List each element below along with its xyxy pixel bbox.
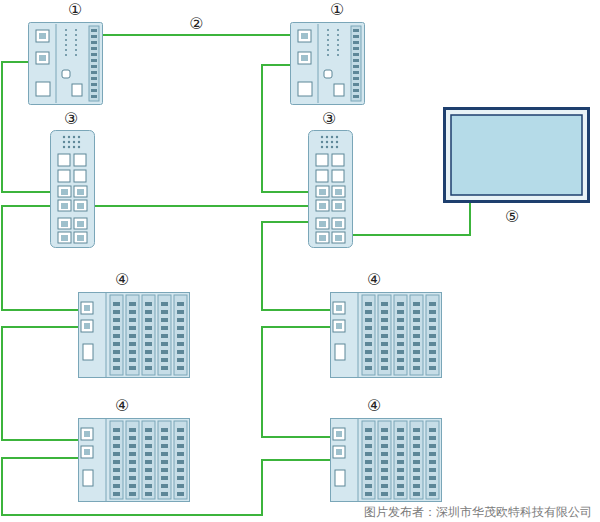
network-cable [262,222,330,310]
plc-controller: ① [290,22,365,105]
io-module-art [330,418,442,502]
hmi-panel-art [443,107,590,203]
plc-controller: ① [28,22,103,105]
callout-number: ③ [64,110,78,128]
io-module-art [78,418,190,502]
io-module: ④ [330,418,442,502]
io-module-art [330,292,442,378]
network-switch: ③ [50,130,95,248]
watermark: 图片发布者：深圳市华茂欧特科技有限公司 [364,505,592,519]
io-module-art [78,292,190,378]
hmi-panel: ⑤ [443,107,590,203]
io-module: ④ [330,292,442,378]
network-switch: ③ [308,130,353,248]
network-switch-art [308,130,353,248]
network-cable [353,203,470,235]
io-module: ④ [78,418,190,502]
callout-number: ① [68,1,82,19]
callout-number: ④ [367,271,381,289]
network-cable [2,62,50,192]
callout-number: ④ [115,397,129,415]
network-cable [95,205,308,207]
callout-number: ① [330,1,344,19]
network-cable [262,327,330,437]
network-cable [2,327,78,440]
callout-number: ④ [115,271,129,289]
network-switch-art [50,130,95,248]
plc-controller-art [28,22,103,105]
callout-number: ③ [322,110,336,128]
plc-controller-art [290,22,365,105]
network-cable [2,206,78,310]
callout-number: ② [187,15,205,33]
network-cable [103,34,290,36]
callout-number: ⑤ [505,208,519,226]
callout-number: ④ [367,397,381,415]
io-module: ④ [78,292,190,378]
